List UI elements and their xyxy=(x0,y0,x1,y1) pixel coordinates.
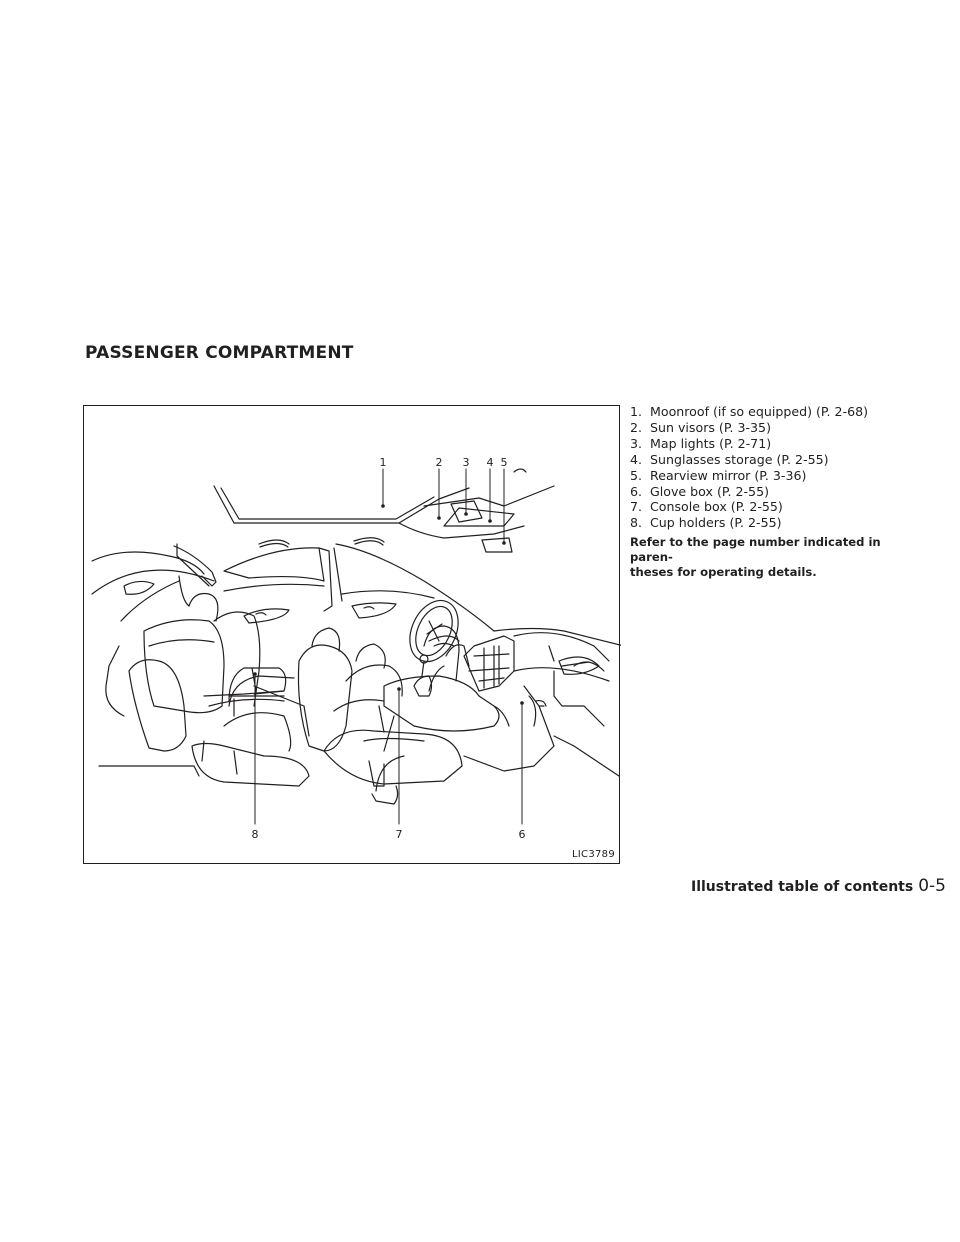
callout-1: 1 xyxy=(380,456,387,469)
callout-3: 3 xyxy=(463,456,470,469)
page-number: 0-5 xyxy=(918,876,946,896)
callout-7: 7 xyxy=(396,828,403,841)
section-title: PASSENGER COMPARTMENT xyxy=(85,343,354,363)
front-door xyxy=(493,627,621,727)
legend-item: 4. Sunglasses storage (P. 2-55) xyxy=(630,451,829,467)
footer-section-title: Illustrated table of contents xyxy=(691,879,914,895)
callout-2: 2 xyxy=(436,456,443,469)
legend-item: 7. Console box (P. 2-55) xyxy=(630,499,783,515)
reference-note: Refer to the page number indicated in pa… xyxy=(630,535,920,580)
component-legend: 1. Moonroof (if so equipped) (P. 2-68) 2… xyxy=(630,404,930,531)
floor-line xyxy=(98,765,200,777)
legend-item: 5. Rearview mirror (P. 3-36) xyxy=(630,467,807,483)
callout-leaders xyxy=(254,468,523,825)
callout-dots xyxy=(253,504,524,705)
legend-item: 2. Sun visors (P. 3-35) xyxy=(630,419,771,435)
roof-grab-handles xyxy=(258,537,385,548)
front-seats xyxy=(297,627,463,805)
callout-5: 5 xyxy=(501,456,508,469)
rear-window-pillar xyxy=(105,645,125,717)
legend-item: 8. Cup holders (P. 2-55) xyxy=(630,515,782,531)
note-line: theses for operating details. xyxy=(630,565,817,579)
callout-6: 6 xyxy=(519,828,526,841)
legend-item: 1. Moonroof (if so equipped) (P. 2-68) xyxy=(630,404,869,419)
passenger-compartment-illustration: 1 2 3 4 5 6 7 8 LIC3789 xyxy=(83,405,621,864)
rear-body xyxy=(91,543,217,622)
callout-4: 4 xyxy=(487,456,494,469)
rear-seats xyxy=(128,592,310,787)
callout-8: 8 xyxy=(252,828,259,841)
roof-outline xyxy=(213,468,555,553)
dashboard xyxy=(383,625,620,777)
steering-wheel xyxy=(409,599,459,663)
gear-shift xyxy=(383,654,433,752)
legend-item: 3. Map lights (P. 2-71) xyxy=(630,435,772,451)
figure-code: LIC3789 xyxy=(571,849,615,860)
note-line: Refer to the page number indicated in pa… xyxy=(630,535,881,564)
legend-item: 6. Glove box (P. 2-55) xyxy=(630,483,769,499)
windows xyxy=(223,543,495,632)
